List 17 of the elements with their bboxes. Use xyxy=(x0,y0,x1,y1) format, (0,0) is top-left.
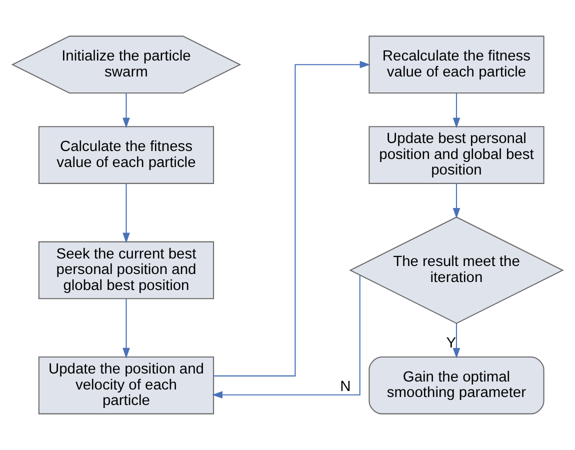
arrow xyxy=(214,60,370,376)
node-diamond: The result meet the iteration xyxy=(349,216,564,324)
node-box: Recalculate the fitness value of each particle xyxy=(368,36,544,94)
arrow xyxy=(452,323,460,359)
node-box: Update the position and velocity of each particle xyxy=(38,356,214,414)
arrow xyxy=(122,184,130,244)
edge-label: Y xyxy=(446,336,456,352)
arrow xyxy=(212,275,360,399)
edge-label: N xyxy=(340,378,351,395)
node-box: Seek the current best personal position and global best position xyxy=(38,241,214,300)
arrow xyxy=(122,298,130,358)
arrow xyxy=(452,184,460,219)
node-box: Calculate the fitness value of each particle xyxy=(38,126,214,184)
node-box: Update best personal position and global best position xyxy=(368,126,544,184)
arrow xyxy=(122,93,130,128)
arrow xyxy=(452,93,460,128)
node-box: Gain the optimal smoothing parameter xyxy=(368,356,544,414)
